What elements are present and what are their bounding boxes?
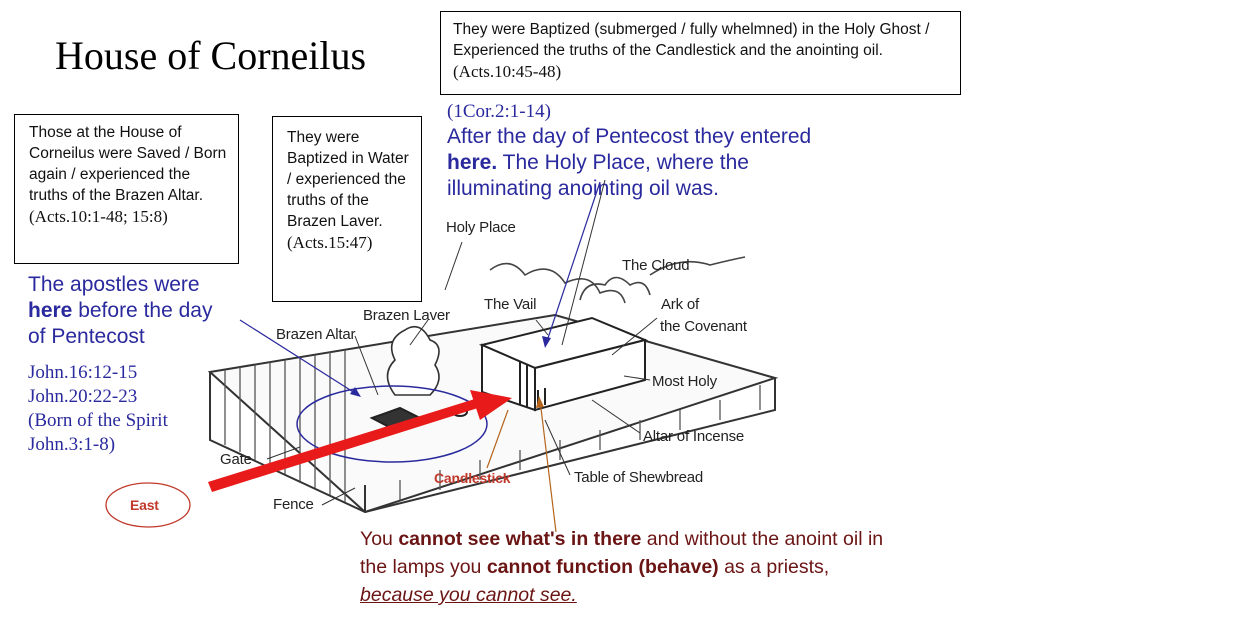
water-baptism-text: They were Baptized in Water / experience… (287, 129, 409, 230)
path-arrow (208, 390, 512, 492)
holy-place-line1: After the day of Pentecost they entered (447, 125, 812, 148)
bottom-note-part3: the lamps you (360, 556, 487, 578)
label-gate: Gate (220, 451, 252, 468)
label-altar-incense: Altar of Incense (643, 428, 745, 445)
outer-court-ellipse (296, 385, 488, 463)
apostles-here: here (28, 299, 73, 322)
label-brazen-altar: Brazen Altar (276, 326, 356, 343)
label-holy-place: Holy Place (446, 219, 516, 236)
apostles-line3: of Pentecost (28, 325, 145, 348)
laver-smoke (386, 325, 440, 396)
apostles-line2: before the day (72, 299, 213, 322)
bottom-note-part5: because you cannot see. (360, 584, 577, 606)
holy-place-line3: illuminating anointing oil was. (447, 177, 719, 200)
label-most-holy: Most Holy (652, 373, 717, 390)
label-the-vail: The Vail (484, 296, 537, 313)
saved-note-ref: (Acts.10:1-48; 15:8) (29, 207, 168, 226)
saved-note-text: Those at the House of Corneilus were Sav… (29, 124, 227, 204)
holy-ghost-text: They were Baptized (submerged / fully wh… (453, 21, 930, 59)
label-east: East (130, 497, 159, 513)
label-brazen-laver: Brazen Laver (363, 307, 450, 324)
holy-place-note: (1Cor.2:1-14) After the day of Pentecost… (447, 100, 887, 202)
ref-born-spirit: (Born of the Spirit (28, 410, 168, 431)
saved-note-box: Those at the House of Corneilus were Sav… (14, 114, 239, 264)
holy-place-here: here. (447, 151, 498, 174)
bottom-note-bold1: cannot see what's in there (398, 528, 642, 550)
page-title: House of Corneilus (55, 33, 367, 78)
label-shewbread: Table of Shewbread (574, 469, 703, 486)
ref-john-16: John.16:12-15 (28, 362, 138, 383)
glory-cloud (489, 256, 746, 304)
label-ark-2: the Covenant (660, 318, 747, 335)
holy-place-line2: The Holy Place, where the (497, 151, 749, 174)
tabernacle-tent (478, 316, 649, 412)
apostles-note: The apostles were here before the day of… (28, 272, 258, 350)
label-fence: Fence (273, 496, 314, 513)
water-baptism-ref: (Acts.15:47) (287, 233, 373, 252)
ref-john-20: John.20:22-23 (28, 386, 138, 407)
label-the-cloud: The Cloud (622, 257, 690, 274)
holy-ghost-ref: (Acts.10:45-48) (453, 62, 562, 81)
east-ellipse (105, 482, 191, 528)
water-baptism-box: They were Baptized in Water / experience… (272, 116, 422, 302)
holy-ghost-box: They were Baptized (submerged / fully wh… (440, 11, 961, 95)
label-candlestick: Candlestick (434, 470, 511, 486)
label-ark-1: Ark of (661, 296, 699, 313)
label-pointers (266, 179, 658, 506)
holy-place-ref: (1Cor.2:1-14) (447, 101, 551, 122)
bottom-note-part2: and without the anoint oil in (641, 528, 884, 550)
bottom-note: You cannot see what's in there and witho… (360, 525, 1000, 609)
bottom-note-bold2: cannot function (behave) (486, 556, 719, 578)
scripture-refs: John.16:12-15 John.20:22-23 (Born of the… (28, 361, 168, 457)
bottom-note-part4: as a priests, (718, 556, 830, 578)
apostles-line1: The apostles were (28, 273, 200, 296)
bottom-note-part1: You (360, 528, 399, 550)
ref-john-3: John.3:1-8) (28, 434, 116, 455)
